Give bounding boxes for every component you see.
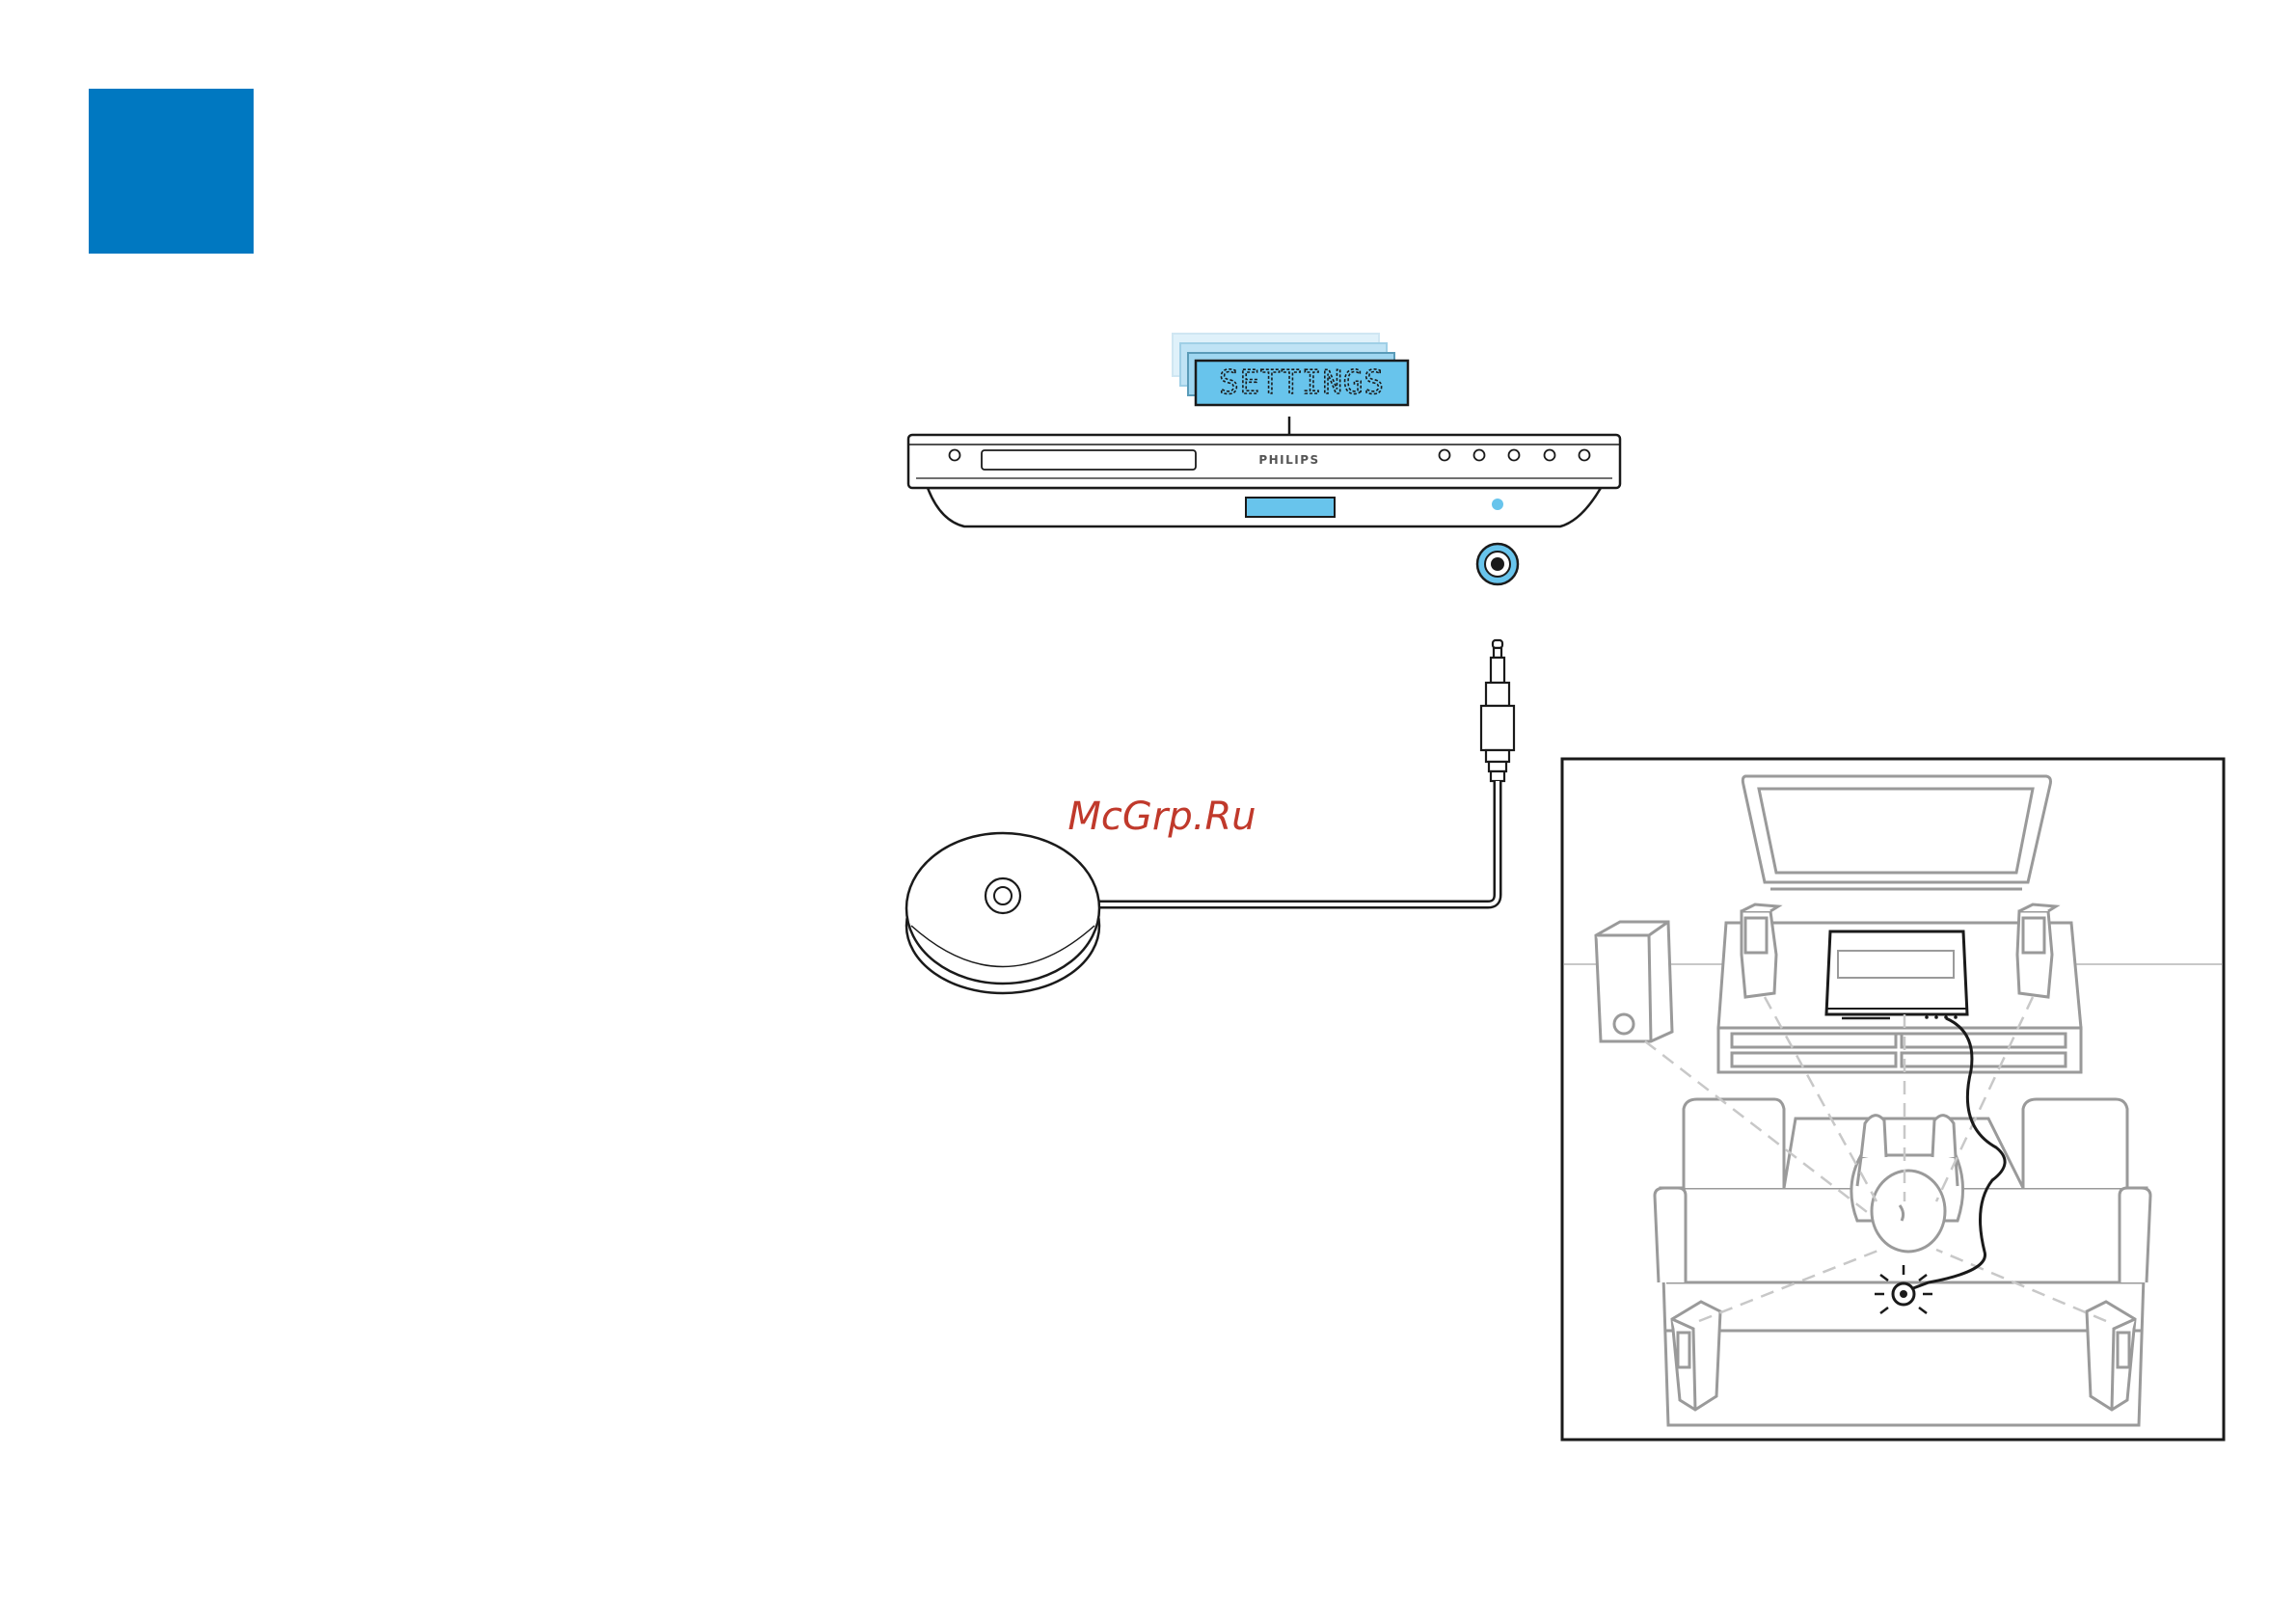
front-left-speaker-icon xyxy=(1742,904,1778,997)
front-display-window xyxy=(1246,498,1335,517)
jack-plug-icon xyxy=(1481,640,1514,781)
home-theater-unit-icon xyxy=(1826,931,1967,1019)
rear-right-speaker-icon xyxy=(2087,1302,2135,1410)
settings-display-text: SETTINGS xyxy=(1219,364,1385,402)
watermark: McGrp.Ru xyxy=(1067,795,1256,839)
player-unit: PHILIPS xyxy=(908,435,1620,526)
indicator-light-icon xyxy=(1492,499,1503,510)
rear-left-speaker-icon xyxy=(1672,1302,1720,1410)
tv-icon xyxy=(1742,776,2050,889)
front-right-speaker-icon xyxy=(2017,904,2056,997)
disc-slot xyxy=(982,450,1196,470)
subwoofer-icon xyxy=(1596,922,1672,1041)
calibration-microphone xyxy=(906,833,1099,993)
room-layout-inset xyxy=(1562,759,2224,1440)
sofa-icon xyxy=(1655,1099,2150,1425)
corner-blue-block xyxy=(89,89,254,254)
mic-socket xyxy=(1477,544,1518,584)
brand-label: PHILIPS xyxy=(1258,453,1319,467)
